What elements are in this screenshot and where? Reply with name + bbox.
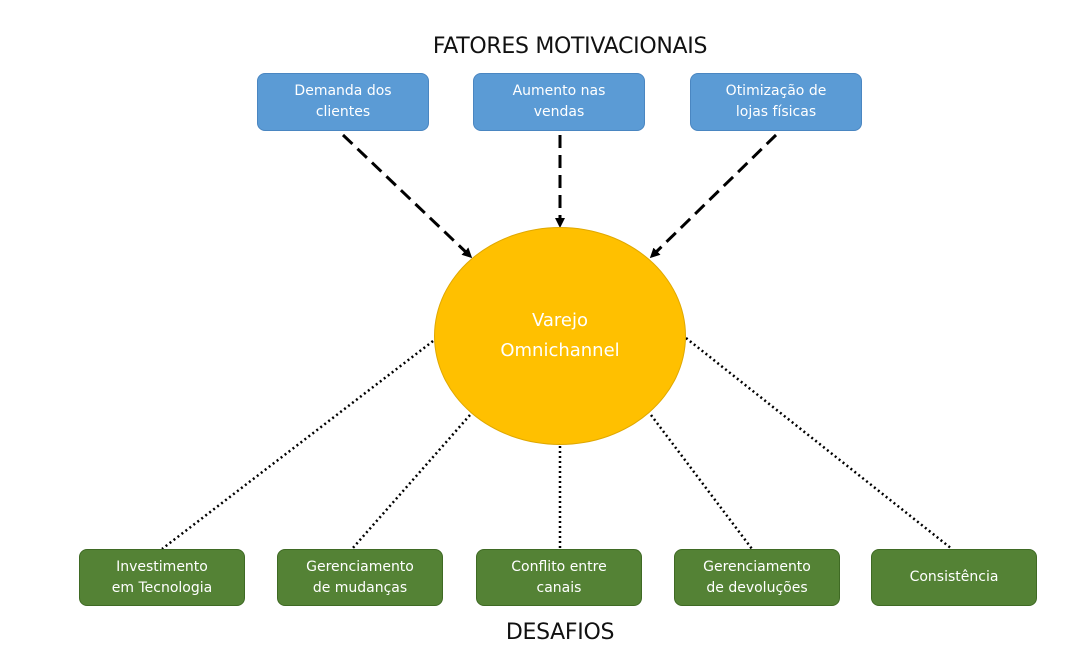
arrow-otimizacao-to-center (649, 133, 778, 259)
challenge-gerenciamento-de-devolucoes: Gerenciamento de devoluções (674, 549, 840, 606)
challenge-label: Gerenciamento de devoluções (703, 558, 811, 596)
challenge-consistencia: Consistência (871, 549, 1037, 606)
motivators-heading: FATORES MOTIVACIONAIS (432, 34, 708, 59)
center-label: Varejo Omnichannel (500, 310, 620, 361)
motivator-label: Otimização de lojas físicas (725, 83, 827, 120)
motivator-aumento-nas-vendas: Aumento nas vendas (473, 73, 645, 131)
motivator-otimizacao-de-lojas: Otimização de lojas físicas (690, 73, 862, 131)
arrow-demanda-to-center (341, 133, 473, 259)
link-center-to-investimento (161, 337, 438, 550)
link-center-to-mudancas (351, 414, 471, 550)
challenges-heading: DESAFIOS (505, 620, 615, 645)
challenge-gerenciamento-de-mudancas: Gerenciamento de mudanças (277, 549, 443, 606)
motivator-demanda-dos-clientes: Demanda dos clientes (257, 73, 429, 131)
challenge-conflito-entre-canais: Conflito entre canais (476, 549, 642, 606)
motivator-label: Aumento nas vendas (512, 83, 606, 120)
challenge-label: Consistência (909, 569, 999, 585)
link-center-to-devolucoes (650, 414, 753, 550)
link-center-to-consistencia (685, 337, 953, 550)
challenge-label: Investimento em Tecnologia (111, 558, 213, 596)
challenge-label: Conflito entre canais (511, 558, 607, 596)
challenge-label: Gerenciamento de mudanças (306, 558, 414, 596)
challenge-investimento-em-tecnologia: Investimento em Tecnologia (79, 549, 245, 606)
motivator-label: Demanda dos clientes (294, 83, 392, 120)
center-circle-varejo-omnichannel: Varejo Omnichannel (434, 227, 686, 445)
